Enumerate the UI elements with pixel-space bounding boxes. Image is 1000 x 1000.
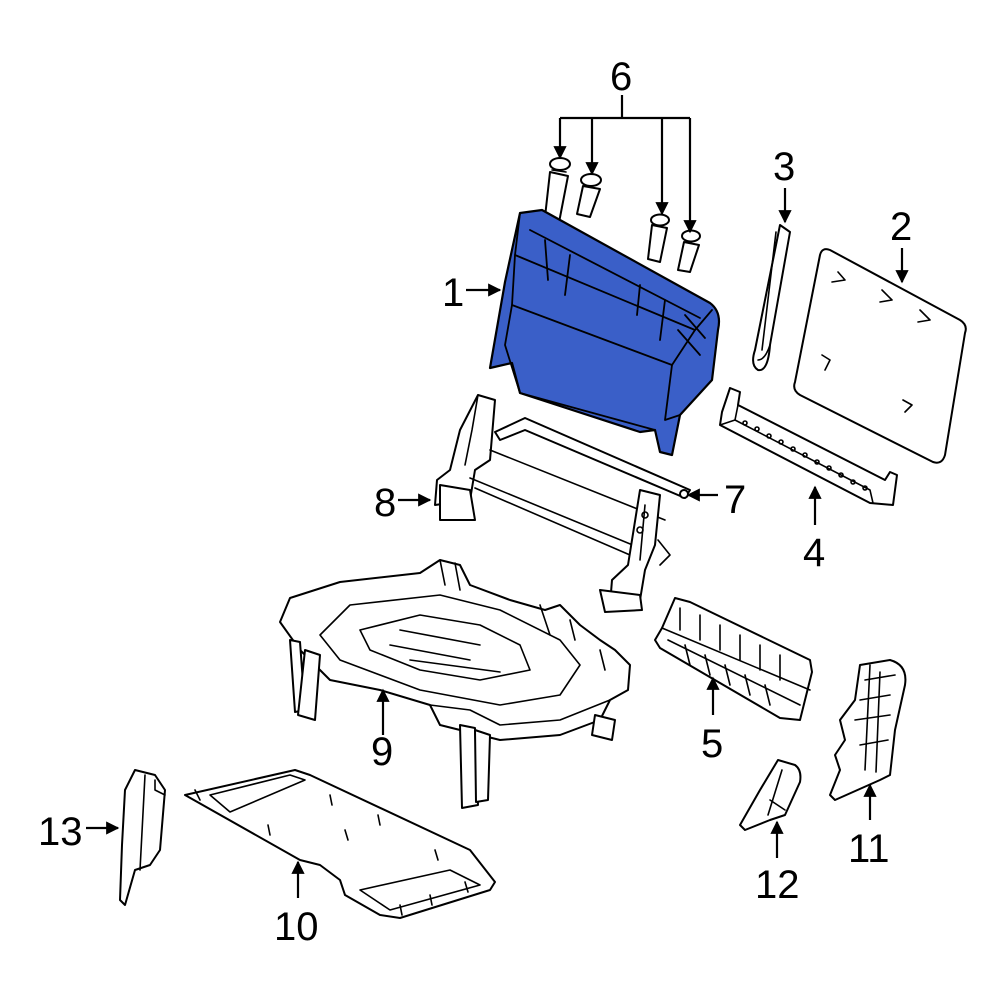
part-12-trim-piece[interactable] bbox=[739, 759, 802, 831]
callout-10: 10 bbox=[274, 905, 319, 949]
bolt-3 bbox=[647, 213, 670, 263]
part-3-strap[interactable] bbox=[752, 224, 791, 372]
callout-13: 13 bbox=[38, 810, 83, 854]
callout-1: 1 bbox=[442, 271, 464, 315]
callout-2: 2 bbox=[890, 205, 912, 249]
part-7-frame-bar[interactable] bbox=[469, 417, 691, 613]
callout-12: 12 bbox=[755, 863, 800, 907]
part-9-seat-base[interactable] bbox=[279, 559, 631, 809]
bolt-4 bbox=[677, 229, 701, 273]
callout-9: 9 bbox=[371, 730, 393, 774]
part-8-frame-bracket[interactable] bbox=[434, 394, 496, 521]
callout-6: 6 bbox=[610, 55, 632, 99]
callout-5: 5 bbox=[701, 722, 723, 766]
part-13-side-trim[interactable] bbox=[119, 769, 166, 906]
callout-3: 3 bbox=[773, 145, 795, 189]
callout-7: 7 bbox=[724, 478, 746, 522]
callout-leaders bbox=[86, 95, 909, 898]
part-5-rear-trim[interactable] bbox=[654, 597, 813, 721]
part-11-side-panel[interactable] bbox=[829, 659, 907, 801]
callout-8: 8 bbox=[374, 481, 396, 525]
callout-4: 4 bbox=[803, 531, 825, 575]
part-4-rail[interactable] bbox=[719, 387, 898, 506]
bolt-2 bbox=[576, 173, 602, 218]
part-2-panel[interactable] bbox=[793, 248, 967, 464]
part-10-floor-panel[interactable] bbox=[184, 769, 496, 919]
callout-labels: 1 2 3 4 5 6 7 8 9 10 11 12 13 bbox=[38, 55, 912, 949]
part-1-seat-back-frame[interactable] bbox=[488, 208, 721, 457]
callout-11: 11 bbox=[848, 827, 890, 871]
